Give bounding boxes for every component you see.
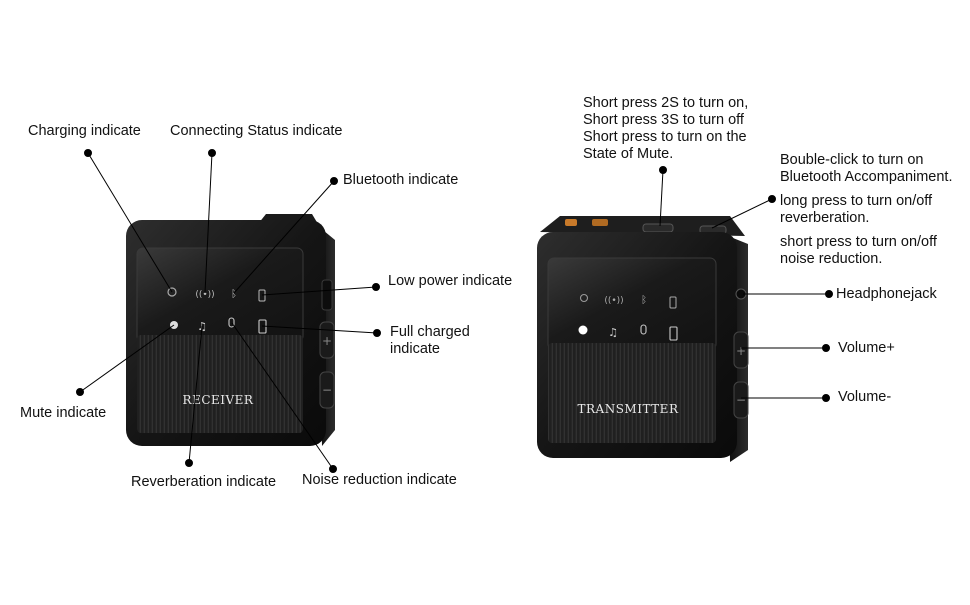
- leader-connecting: [204, 152, 213, 294]
- label-bluetooth: Bluetooth indicate: [343, 172, 459, 188]
- leader-charging: [87, 152, 173, 293]
- music-note-icon: ♫: [608, 326, 618, 339]
- label-low-power: Low power indicate: [388, 273, 513, 289]
- microphone-icon: [640, 324, 647, 335]
- label-full-charged-line1: Full charged: [390, 324, 470, 340]
- receiver-leaders: [76, 149, 381, 473]
- leader-bluetooth: [233, 180, 335, 294]
- volume-up-button[interactable]: [733, 331, 749, 369]
- leader-dot: [825, 290, 833, 298]
- note-power-button: Short press 2S to turn on, Short press 3…: [583, 95, 748, 163]
- leader-power: [659, 169, 664, 227]
- receiver-volume-down-button[interactable]: [319, 371, 335, 409]
- leader-dot: [822, 394, 830, 402]
- receiver-glass-panel: [136, 247, 304, 343]
- leader-dot: [372, 283, 380, 291]
- volume-down-button[interactable]: [733, 381, 749, 419]
- label-headphone-jack: Headphonejack: [836, 286, 937, 302]
- microphone-icon: [228, 317, 235, 328]
- note-line: Short press to turn on the: [583, 129, 747, 145]
- charging-icon: [167, 287, 177, 297]
- transmitter-top-port: [565, 219, 577, 226]
- label-volume-down: Volume-: [838, 389, 892, 405]
- note-line: Short press 2S to turn on,: [583, 95, 749, 111]
- leader-dot: [329, 465, 337, 473]
- leader-mute: [79, 324, 175, 393]
- receiver-brushed-panel: [137, 335, 303, 433]
- plus-icon: +: [322, 334, 332, 348]
- connection-icon: ((•)): [195, 290, 214, 300]
- label-volume-up: Volume+: [838, 340, 895, 356]
- note-line: Bouble-click to turn on: [780, 152, 924, 168]
- leader-dot: [208, 149, 216, 157]
- note-line: Short press 3S to turn off: [583, 112, 744, 128]
- leader-dot: [822, 344, 830, 352]
- note-reverberation: long press to turn on/off reverberation.: [780, 193, 932, 227]
- transmitter-name: TRANSMITTER: [578, 402, 679, 416]
- transmitter-brushed-panel: [548, 343, 716, 443]
- note-noise-reduction: short press to turn on/off noise reducti…: [780, 234, 937, 268]
- note-line: Bluetooth Accompaniment.: [780, 169, 953, 185]
- bluetooth-icon: ᛒ: [641, 295, 647, 306]
- leader-function: [711, 198, 773, 229]
- receiver-port: [321, 279, 333, 311]
- minus-icon: −: [322, 383, 332, 397]
- receiver-name: RECEIVER: [183, 393, 254, 407]
- battery-low-icon: [258, 289, 266, 302]
- battery-low-icon: [669, 296, 677, 309]
- leader-dot: [373, 329, 381, 337]
- leader-dot: [659, 166, 667, 174]
- label-full-charged: Full charged indicate: [390, 324, 470, 358]
- leader-noise: [231, 322, 334, 470]
- connection-icon: ((•)): [604, 296, 623, 306]
- leader-dot: [185, 459, 193, 467]
- leader-full-charged: [261, 325, 378, 334]
- label-connecting: Connecting Status indicate: [170, 123, 343, 139]
- bluetooth-icon: ᛒ: [231, 289, 237, 300]
- leader-dot: [330, 177, 338, 185]
- note-line: short press to turn on/off: [780, 234, 937, 250]
- charging-icon: [579, 293, 589, 303]
- note-line: noise reduction.: [780, 251, 883, 267]
- transmitter-top-port: [592, 219, 608, 226]
- mute-icon: [578, 325, 588, 335]
- plus-icon: +: [736, 344, 746, 358]
- note-line: reverberation.: [780, 210, 870, 226]
- note-bluetooth-accompaniment: Bouble-click to turn on Bluetooth Accomp…: [780, 152, 953, 186]
- leader-low-power: [261, 286, 377, 296]
- receiver-device: RECEIVER + − ((•)) ᛒ ♫: [126, 214, 335, 446]
- label-reverberation: Reverberation indicate: [131, 474, 277, 490]
- minus-icon: −: [736, 393, 746, 407]
- label-mute: Mute indicate: [20, 405, 107, 421]
- note-line: long press to turn on/off: [780, 193, 933, 209]
- leader-dot: [76, 388, 84, 396]
- battery-full-icon: [669, 326, 678, 341]
- note-line: State of Mute.: [583, 146, 674, 162]
- leader-dot: [84, 149, 92, 157]
- transmitter-power-button[interactable]: [642, 223, 674, 233]
- transmitter-leaders: [659, 166, 833, 402]
- leader-reverberation: [188, 325, 203, 464]
- label-charging: Charging indicate: [28, 123, 141, 139]
- label-noise-reduction: Noise reduction indicate: [302, 472, 457, 488]
- transmitter-device: TRANSMITTER + − ((•)) ᛒ ♫: [537, 216, 749, 462]
- label-full-charged-line2: indicate: [390, 341, 440, 357]
- leader-dot: [768, 195, 776, 203]
- transmitter-top: [540, 216, 745, 236]
- receiver-volume-up-button[interactable]: [319, 321, 335, 359]
- transmitter-glass-panel: [547, 257, 717, 351]
